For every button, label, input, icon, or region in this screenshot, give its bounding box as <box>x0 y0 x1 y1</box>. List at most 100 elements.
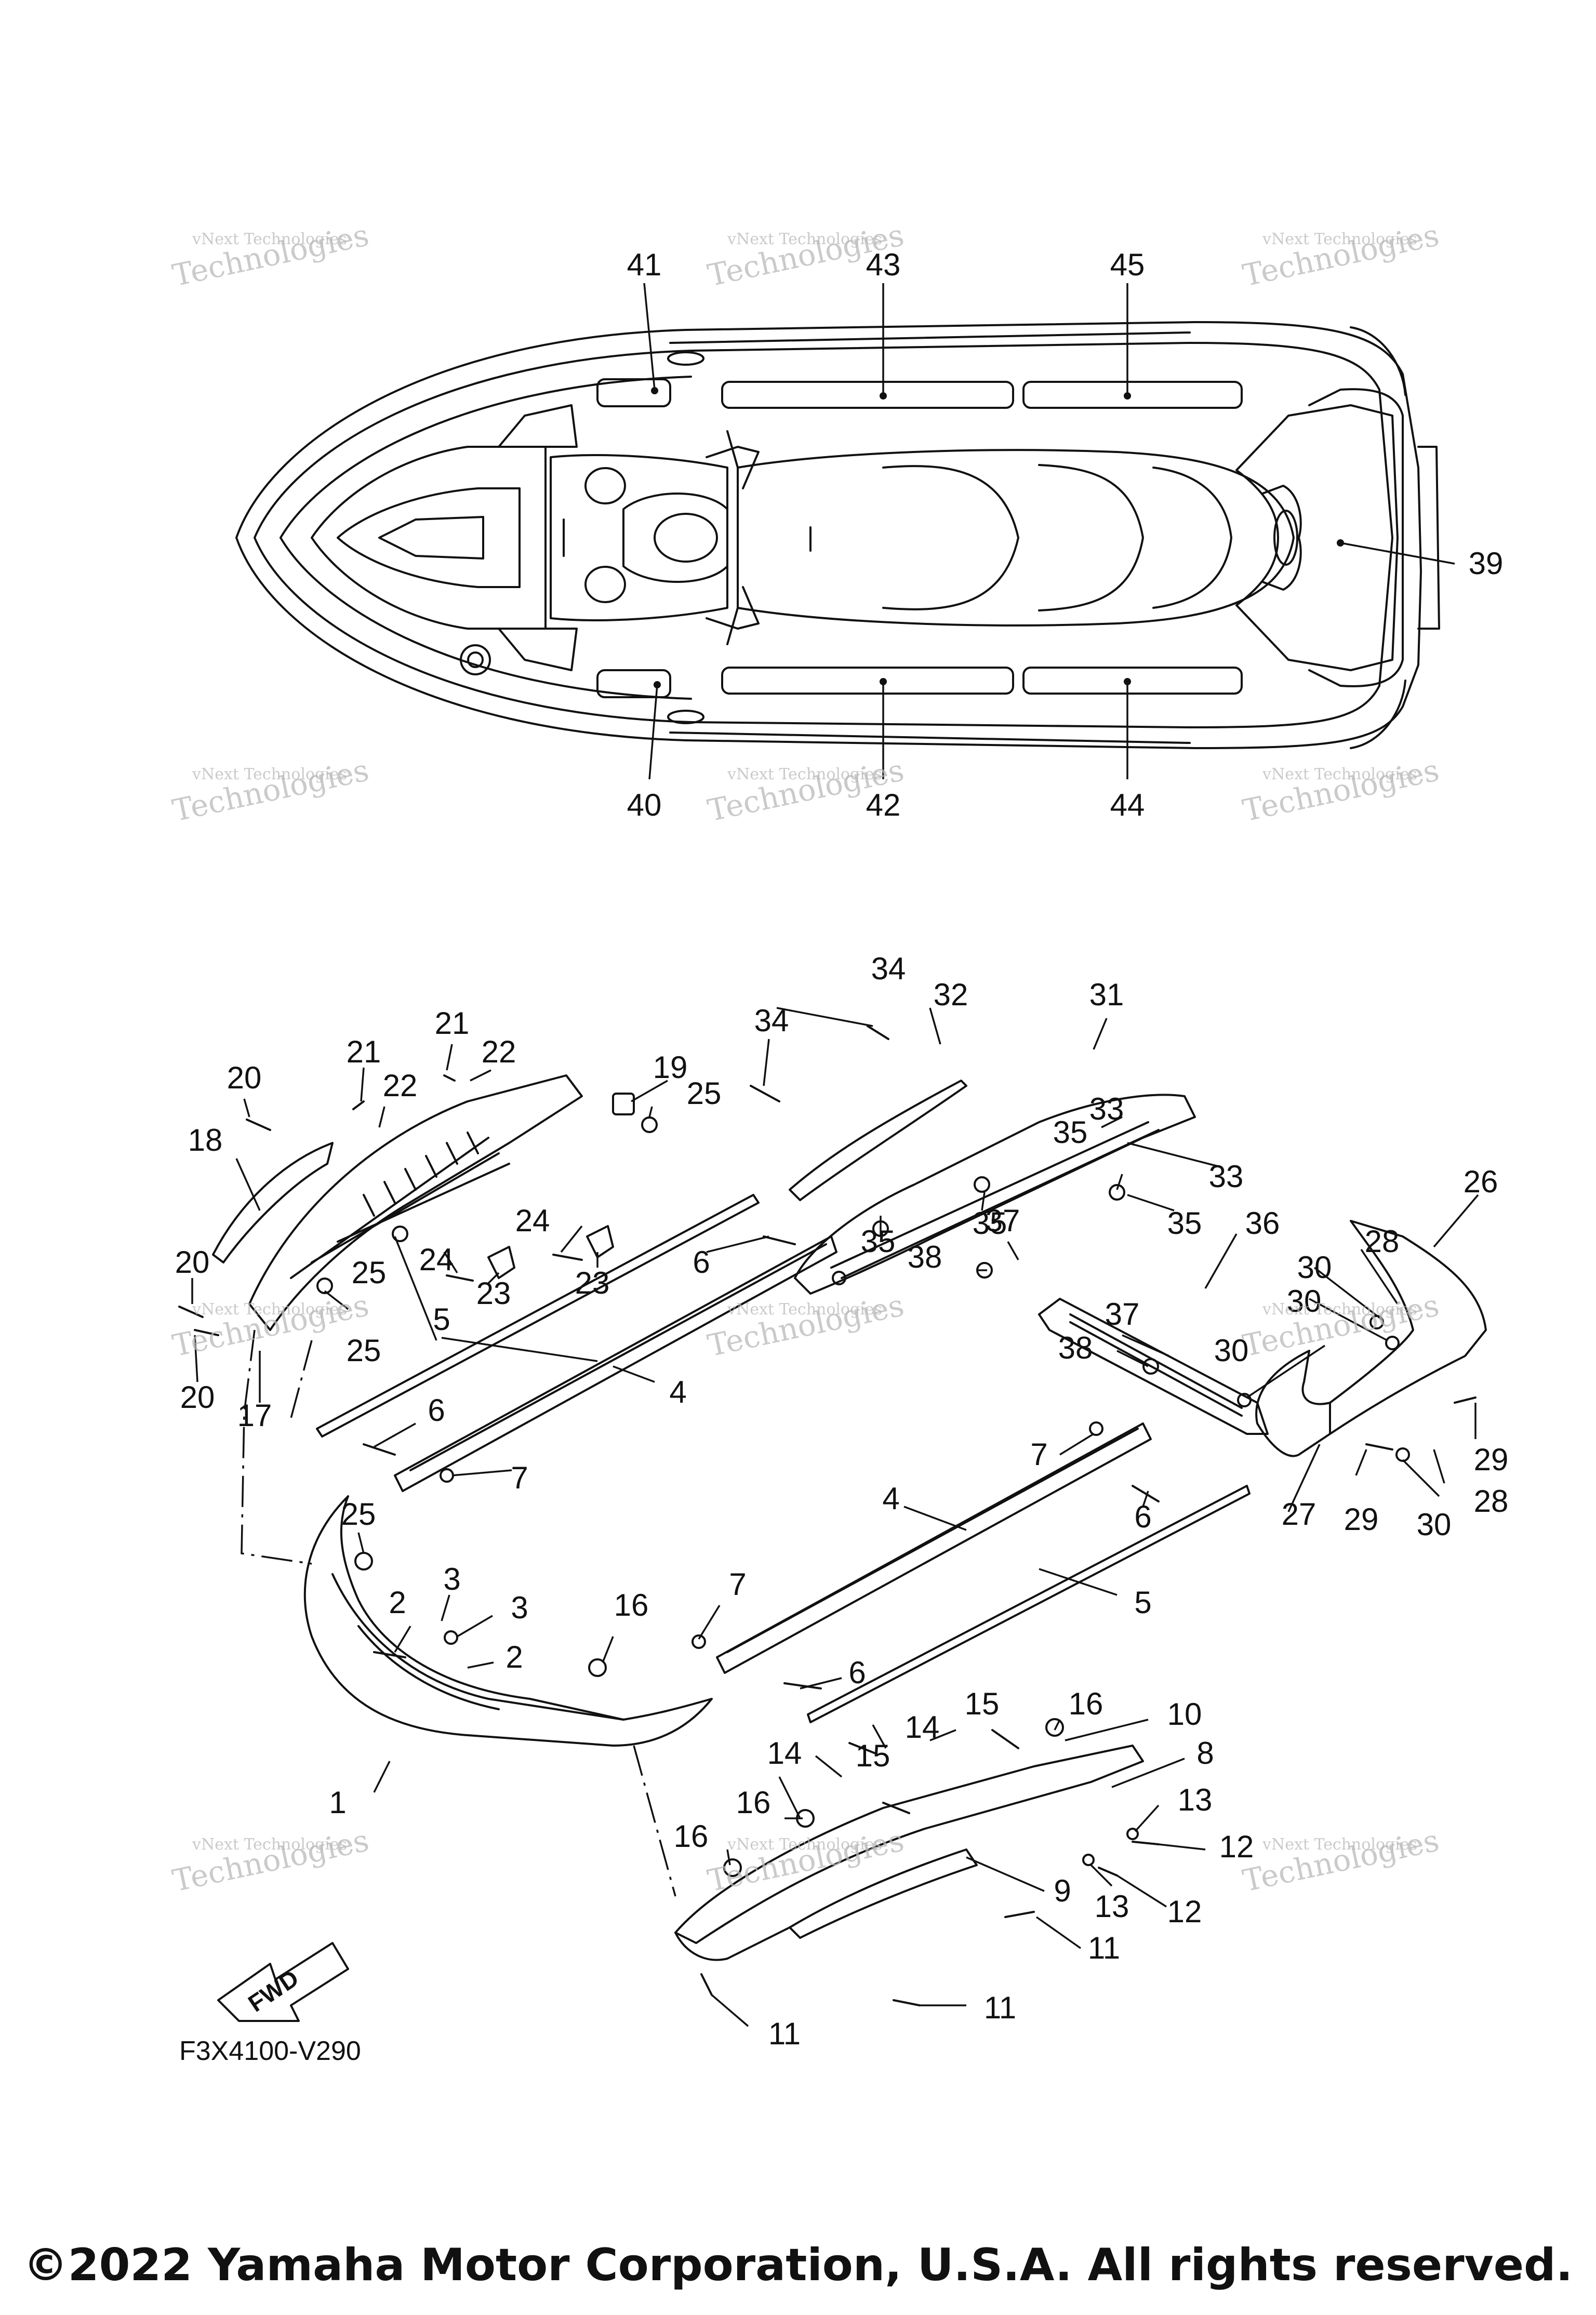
copyright-notice: ©2022 Yamaha Motor Corporation, U.S.A. A… <box>23 2239 1573 2291</box>
callout-11-a: 11 <box>1088 1931 1120 1965</box>
callout-31: 31 <box>1089 977 1124 1012</box>
callout-13-a: 13 <box>1178 1782 1213 1817</box>
callout-25-c: 25 <box>347 1333 381 1368</box>
callout-23-a: 23 <box>575 1266 610 1300</box>
callout-8: 8 <box>1196 1736 1214 1771</box>
svg-text:Technologies: Technologies <box>169 1822 372 1898</box>
svg-text:Technologies: Technologies <box>169 752 372 828</box>
washer-7-d <box>691 1634 706 1649</box>
callout-14-b: 14 <box>767 1736 802 1771</box>
callout-35-b: 35 <box>973 1206 1007 1241</box>
callout-4-b: 4 <box>882 1481 899 1516</box>
callout-45: 45 <box>1110 247 1145 282</box>
part-4-lower <box>716 1422 1152 1674</box>
callout-24-a: 24 <box>515 1203 550 1238</box>
callout-7-b: 7 <box>1030 1437 1047 1472</box>
callout-37-b: 37 <box>1105 1297 1140 1332</box>
mat-42 <box>721 667 1014 695</box>
washer-30-a <box>1237 1393 1252 1407</box>
nut-35-b <box>1109 1184 1125 1201</box>
top-view-callouts: 41 43 45 39 40 42 44 <box>627 247 1504 822</box>
svg-text:vNext Technologies: vNext Technologies <box>1262 1300 1417 1319</box>
exploded-leaders <box>191 1007 1479 2027</box>
svg-text:vNext Technologies: vNext Technologies <box>1262 1835 1417 1854</box>
svg-text:Technologies: Technologies <box>169 1287 372 1363</box>
callout-38-b: 38 <box>1058 1331 1093 1365</box>
callout-36: 36 <box>1245 1206 1280 1241</box>
callout-7-c: 7 <box>729 1567 746 1602</box>
callout-34: 34 <box>871 951 906 986</box>
nut-16-a <box>588 1658 607 1677</box>
callout-6-a: 6 <box>693 1245 710 1280</box>
mat-45 <box>1022 381 1243 409</box>
callout-43: 43 <box>866 247 901 282</box>
callout-18: 18 <box>188 1123 223 1158</box>
part-4-upper <box>394 1235 837 1492</box>
fwd-arrow <box>217 1942 349 2022</box>
callout-3-a: 3 <box>443 1562 460 1596</box>
callout-33-b: 33 <box>1209 1159 1244 1194</box>
nut-38-b <box>1142 1358 1159 1375</box>
mat-43 <box>721 381 1014 409</box>
callout-41: 41 <box>627 247 662 282</box>
nut-25-d <box>354 1552 373 1571</box>
nut-25-b <box>316 1278 333 1294</box>
mat-44 <box>1022 667 1243 695</box>
callout-19: 19 <box>653 1050 688 1085</box>
callout-25-a: 25 <box>687 1076 722 1111</box>
callout-27: 27 <box>1282 1497 1316 1532</box>
svg-text:Technologies: Technologies <box>1240 752 1442 828</box>
callout-29-a: 29 <box>1474 1442 1509 1477</box>
svg-text:vNext Technologies: vNext Technologies <box>192 230 347 248</box>
callout-25-b: 25 <box>352 1255 387 1290</box>
callout-39: 39 <box>1469 546 1504 581</box>
svg-text:vNext Technologies: vNext Technologies <box>727 1300 882 1319</box>
callout-42: 42 <box>866 788 901 822</box>
watermarks: vNext Technologies Technologies vNext Te… <box>169 217 1442 1898</box>
svg-text:Technologies: Technologies <box>704 1287 907 1363</box>
part-8 <box>674 1745 1144 1944</box>
callout-20-a: 20 <box>227 1060 262 1095</box>
mat-39 <box>1235 404 1399 671</box>
mat-41 <box>596 378 671 407</box>
callout-4-a: 4 <box>669 1375 686 1409</box>
callout-32: 32 <box>934 977 968 1012</box>
nut-35-a <box>974 1176 990 1193</box>
svg-text:Technologies: Technologies <box>169 217 372 293</box>
washer-30-d <box>1395 1447 1410 1462</box>
callout-37-a: 37 <box>986 1203 1020 1238</box>
callout-22-b: 22 <box>482 1034 516 1069</box>
svg-text:vNext Technologies: vNext Technologies <box>192 765 347 783</box>
hull-top-view <box>235 321 1440 749</box>
part-31 <box>794 1094 1196 1295</box>
callout-12-b: 12 <box>1167 1894 1202 1929</box>
callout-16-c: 16 <box>736 1785 771 1820</box>
callout-17: 17 <box>237 1398 272 1433</box>
callout-6-b: 6 <box>428 1393 445 1428</box>
callout-40: 40 <box>627 788 662 822</box>
callout-34-b: 34 <box>754 1003 789 1038</box>
part-23-b <box>487 1246 515 1279</box>
part-32 <box>789 1080 967 1201</box>
callout-35-d: 35 <box>861 1224 896 1259</box>
callout-20-c: 20 <box>180 1380 215 1415</box>
callout-14-a: 14 <box>905 1710 940 1745</box>
assembly-lines <box>241 1329 676 1897</box>
callout-23-b: 23 <box>476 1276 511 1311</box>
callout-22-a: 22 <box>383 1068 418 1103</box>
watermark: vNext Technologies Technologies <box>169 217 372 293</box>
washer-7-c <box>1089 1421 1103 1436</box>
svg-text:vNext Technologies: vNext Technologies <box>727 1835 882 1854</box>
svg-text:vNext Technologies: vNext Technologies <box>192 1835 347 1854</box>
exploded-parts <box>178 1025 1487 2022</box>
callout-25-d: 25 <box>341 1497 376 1532</box>
callout-26: 26 <box>1464 1164 1498 1199</box>
mat-40 <box>596 669 671 698</box>
part-36 <box>1038 1298 1269 1435</box>
callout-1: 1 <box>329 1785 346 1820</box>
washer-7-b <box>832 1271 846 1285</box>
part-18 <box>212 1142 334 1263</box>
svg-text:vNext Technologies: vNext Technologies <box>727 765 882 783</box>
top-view-leaders <box>643 283 1455 780</box>
callout-24-b: 24 <box>419 1242 454 1277</box>
